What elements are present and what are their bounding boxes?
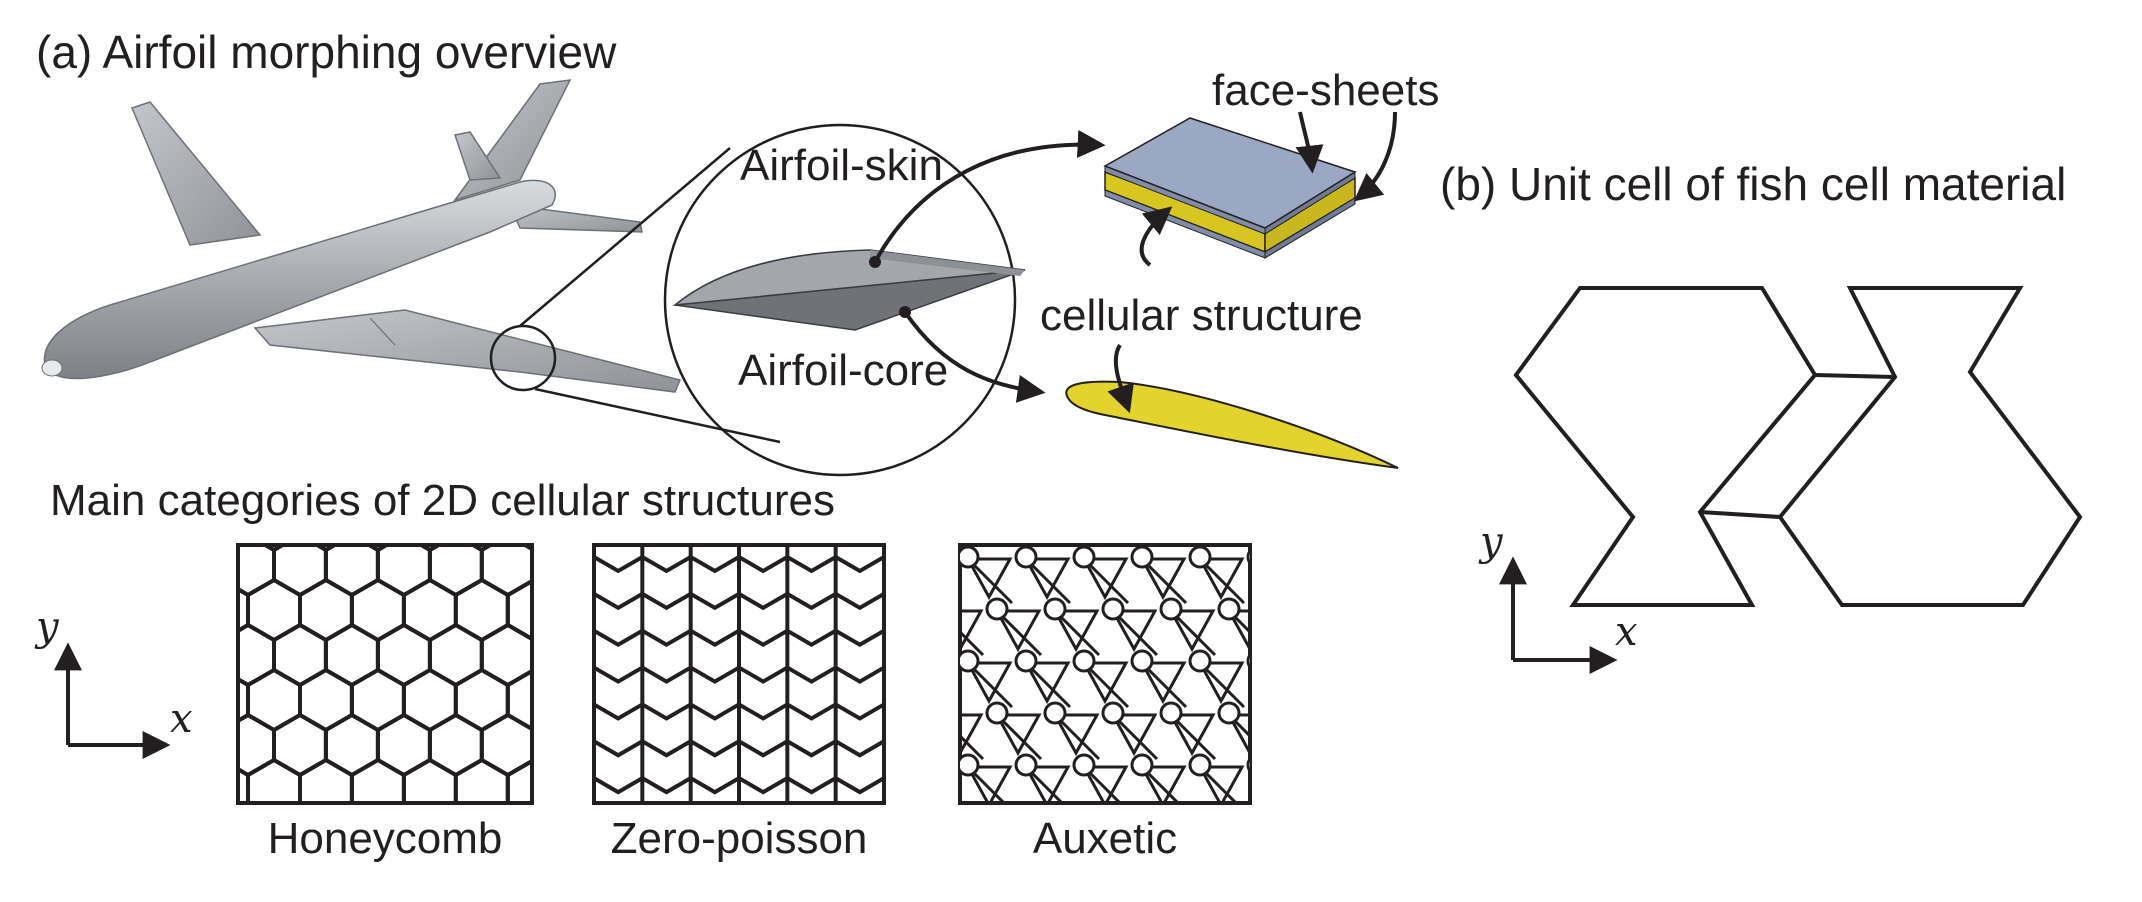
airfoil-skin-label: Airfoil-skin (740, 141, 943, 190)
panel-b-axis-x: x (1615, 609, 1638, 655)
cellular-arrow-up (1139, 206, 1173, 267)
cellular-structure-label: cellular structure (1040, 291, 1363, 340)
categories-axis-x: x (170, 696, 193, 742)
zoom-line-bottom (534, 387, 781, 444)
auxetic-label: Auxetic (1033, 814, 1177, 863)
face-sheets-arrow-bottom (1353, 111, 1397, 202)
core-arrow (903, 310, 1046, 403)
zoom-line-top (519, 147, 731, 327)
panel-b-title: (b) Unit cell of fish cell material (1440, 158, 2066, 210)
categories-axes (54, 642, 171, 759)
zero-poisson-tile (592, 543, 886, 805)
aircraft-illustration (41, 79, 682, 393)
zero-poisson-label: Zero-poisson (611, 814, 868, 863)
sandwich-panel (1103, 117, 1357, 259)
airfoil-zoom-circle (663, 123, 1017, 477)
honeycomb-label: Honeycomb (268, 814, 503, 863)
panel-a-title: (a) Airfoil morphing overview (36, 26, 617, 78)
fish-unit-cell (1513, 286, 2083, 607)
airfoil-core-shape (1065, 380, 1399, 469)
airfoil-section (672, 249, 1026, 331)
cellular-arrow-down (1107, 343, 1134, 414)
categories-axis-y: y (34, 604, 60, 650)
face-sheets-label: face-sheets (1212, 66, 1439, 115)
panel-b-axis-y: y (1478, 519, 1504, 565)
honeycomb-tile (236, 543, 534, 805)
airfoil-core-label: Airfoil-core (738, 346, 948, 395)
auxetic-tile (958, 543, 1252, 805)
categories-title: Main categories of 2D cellular structure… (50, 476, 835, 525)
face-sheets-arrow-top (1295, 111, 1324, 174)
skin-arrow (873, 129, 1106, 263)
panel-b-axes (1499, 556, 1618, 674)
wing-zoom-marker (489, 324, 557, 392)
